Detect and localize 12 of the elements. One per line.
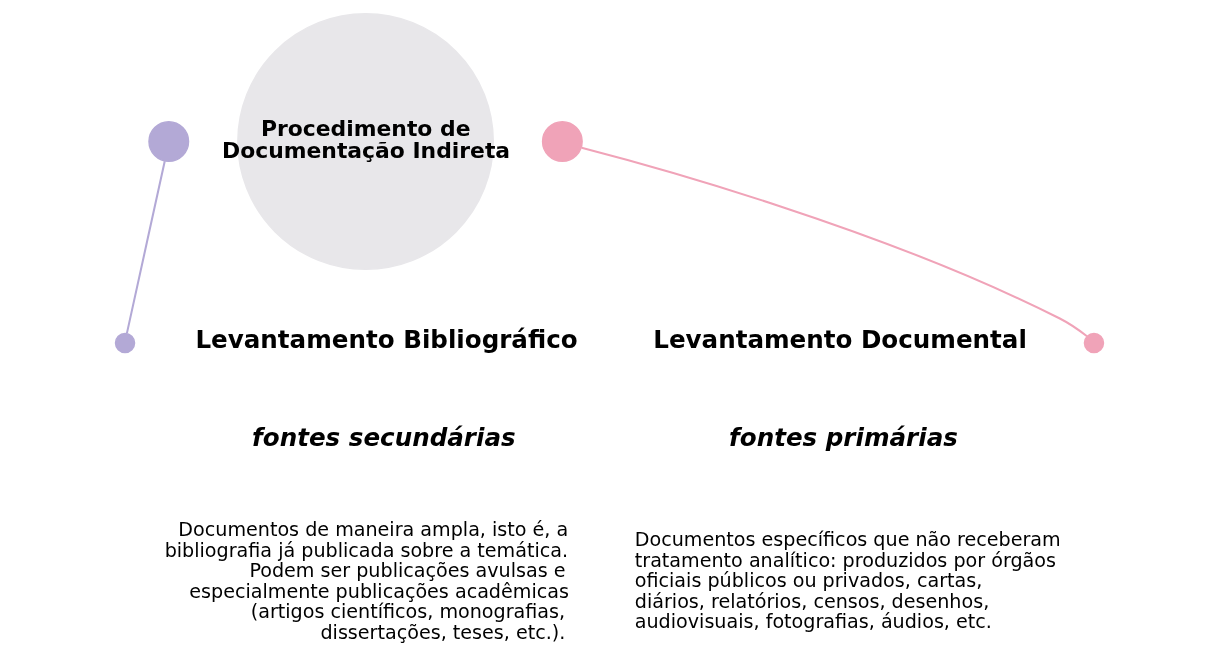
node-circle [1083, 332, 1105, 354]
connector [125, 161, 166, 334]
label: Documentos específicos que não receberam tratamento analítico: produzidos por órgãos oficiais públicos ou privados, cartas, diários, relatórios, censos, desenhos, audiovisuais, fotografias, áudios, etc. [634, 528, 1061, 634]
label: fontes secundárias [252, 423, 516, 453]
node-circle [541, 121, 583, 163]
label: fontes primárias [729, 423, 958, 453]
connector [581, 146, 1088, 338]
label: Documentos de maneira ampla, isto é, a bibliografia já publicada sobre a temática. Podem ser publicações avulsas e especialmente publicações acadêmicas (artigos científicos, monografias, dissertações, teses, etc.). [164, 518, 569, 644]
node-circle [148, 121, 190, 163]
node-circle [114, 332, 136, 354]
label: Levantamento Bibliográfico [195, 324, 578, 354]
label: Levantamento Documental [653, 324, 1027, 354]
